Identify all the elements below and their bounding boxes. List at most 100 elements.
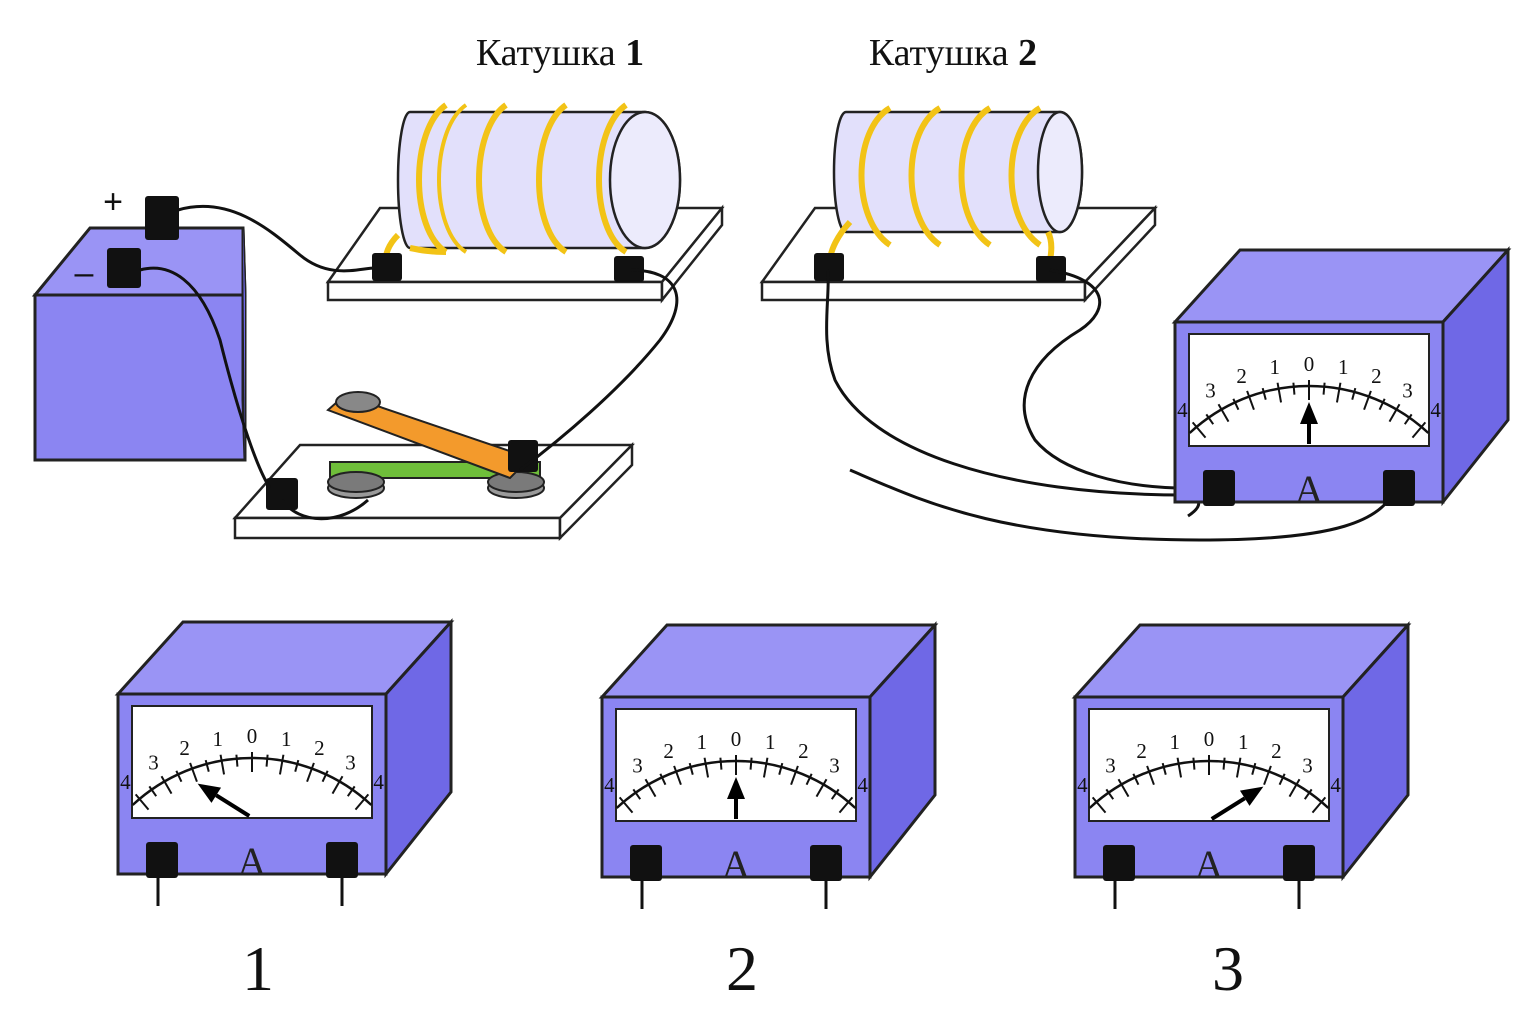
scale-tick xyxy=(346,785,356,797)
scale-tick xyxy=(306,762,315,783)
scale-tick xyxy=(1288,778,1301,798)
scale-label: 2 xyxy=(1236,364,1247,388)
ammeter-unit: A xyxy=(238,839,267,884)
scale-tick xyxy=(830,788,840,800)
scale-tick xyxy=(1303,788,1313,800)
minus-sign: – xyxy=(75,254,94,292)
scale-tick xyxy=(805,773,813,786)
scale-label: 4 xyxy=(604,773,615,797)
scale-tick xyxy=(1403,413,1413,425)
scale-label: 4 xyxy=(373,770,384,794)
scale-label: 2 xyxy=(314,736,325,760)
scale-label: 2 xyxy=(663,739,674,763)
scale-tick xyxy=(1105,788,1115,800)
scale-tick xyxy=(294,759,300,772)
ammeter-terminal-right xyxy=(1383,470,1415,506)
scale-label: 4 xyxy=(1077,773,1088,797)
scale-tick xyxy=(1311,796,1327,814)
needle-head xyxy=(1300,402,1318,424)
scale-label: 0 xyxy=(1204,727,1215,751)
scale-tick xyxy=(1278,773,1286,786)
scale-tick xyxy=(331,775,344,795)
scale-tick xyxy=(838,796,854,814)
coil-1-terminal-left xyxy=(372,253,402,281)
switch xyxy=(232,391,635,542)
option-1-label: 1 xyxy=(242,933,274,1004)
needle-head xyxy=(197,783,222,803)
scale-tick xyxy=(1235,757,1242,778)
coil-2-terminal-left xyxy=(814,253,844,281)
scale-tick xyxy=(1217,403,1230,423)
scale-label: 0 xyxy=(731,727,742,751)
scale-label: 4 xyxy=(1177,398,1188,422)
scale-label: 3 xyxy=(1105,753,1116,777)
scale-tick xyxy=(618,796,634,814)
scale-label: 3 xyxy=(1205,378,1216,402)
scale-tick xyxy=(1146,765,1155,786)
scale-label: 1 xyxy=(1170,730,1181,754)
scale-label: 1 xyxy=(1338,355,1349,379)
scale-tick xyxy=(1132,773,1140,786)
scale-tick xyxy=(1176,757,1183,778)
scale-tick xyxy=(321,770,329,783)
scale-tick xyxy=(354,793,370,811)
scale-tick xyxy=(1276,382,1283,403)
scale-tick xyxy=(1251,762,1257,775)
scale-label: 4 xyxy=(120,770,131,794)
scale-tick xyxy=(134,793,150,811)
battery-minus-terminal xyxy=(107,248,141,288)
scale-tick xyxy=(778,762,784,775)
scale-label: 3 xyxy=(1402,378,1413,402)
scale-label: 2 xyxy=(179,736,190,760)
scale-tick xyxy=(688,762,694,775)
scale-tick xyxy=(1161,762,1167,775)
wires xyxy=(139,204,1397,542)
scale-label: 1 xyxy=(1270,355,1281,379)
scale-tick xyxy=(1322,382,1326,395)
ammeter-terminal-right xyxy=(810,845,842,881)
scale-label: 1 xyxy=(281,727,292,751)
scale-tick xyxy=(265,754,269,767)
scale-label: 3 xyxy=(148,750,159,774)
switch-terminal-left xyxy=(266,478,298,510)
ammeter-terminal-right xyxy=(326,842,358,878)
scale-label: 3 xyxy=(829,753,840,777)
scale-tick xyxy=(762,757,769,778)
scale-label: 4 xyxy=(1430,398,1441,422)
needle xyxy=(1210,796,1246,821)
scale-tick xyxy=(1205,413,1215,425)
coil-2-title: Катушка 2 xyxy=(869,32,1037,74)
scale-tick xyxy=(1363,390,1372,411)
ammeter-unit: A xyxy=(1295,467,1324,512)
needle xyxy=(215,793,251,818)
scale-label: 2 xyxy=(1136,739,1147,763)
scale-tick xyxy=(160,775,173,795)
scale-label: 3 xyxy=(345,750,356,774)
scale-label: 0 xyxy=(247,724,258,748)
option-2-label: 2 xyxy=(726,933,758,1004)
plus-sign: + xyxy=(103,183,123,221)
scale-tick xyxy=(1191,421,1207,439)
scale-tick xyxy=(1117,778,1130,798)
scale-tick xyxy=(673,765,682,786)
scale-tick xyxy=(1388,403,1401,423)
needle-head xyxy=(727,777,745,799)
ammeter-terminal-right xyxy=(1283,845,1315,881)
scale-tick xyxy=(219,754,226,775)
scale-tick xyxy=(719,757,723,770)
scale-tick xyxy=(148,785,158,797)
scale-tick xyxy=(1192,757,1196,770)
scale-tick xyxy=(1091,796,1107,814)
scale-tick xyxy=(1222,757,1226,770)
scale-tick xyxy=(749,757,753,770)
ammeter-terminal-left xyxy=(630,845,662,881)
coil-1-title: Катушка 1 xyxy=(476,32,644,74)
scale-label: 1 xyxy=(697,730,708,754)
scale-tick xyxy=(1351,387,1357,400)
scale-label: 3 xyxy=(1302,753,1313,777)
